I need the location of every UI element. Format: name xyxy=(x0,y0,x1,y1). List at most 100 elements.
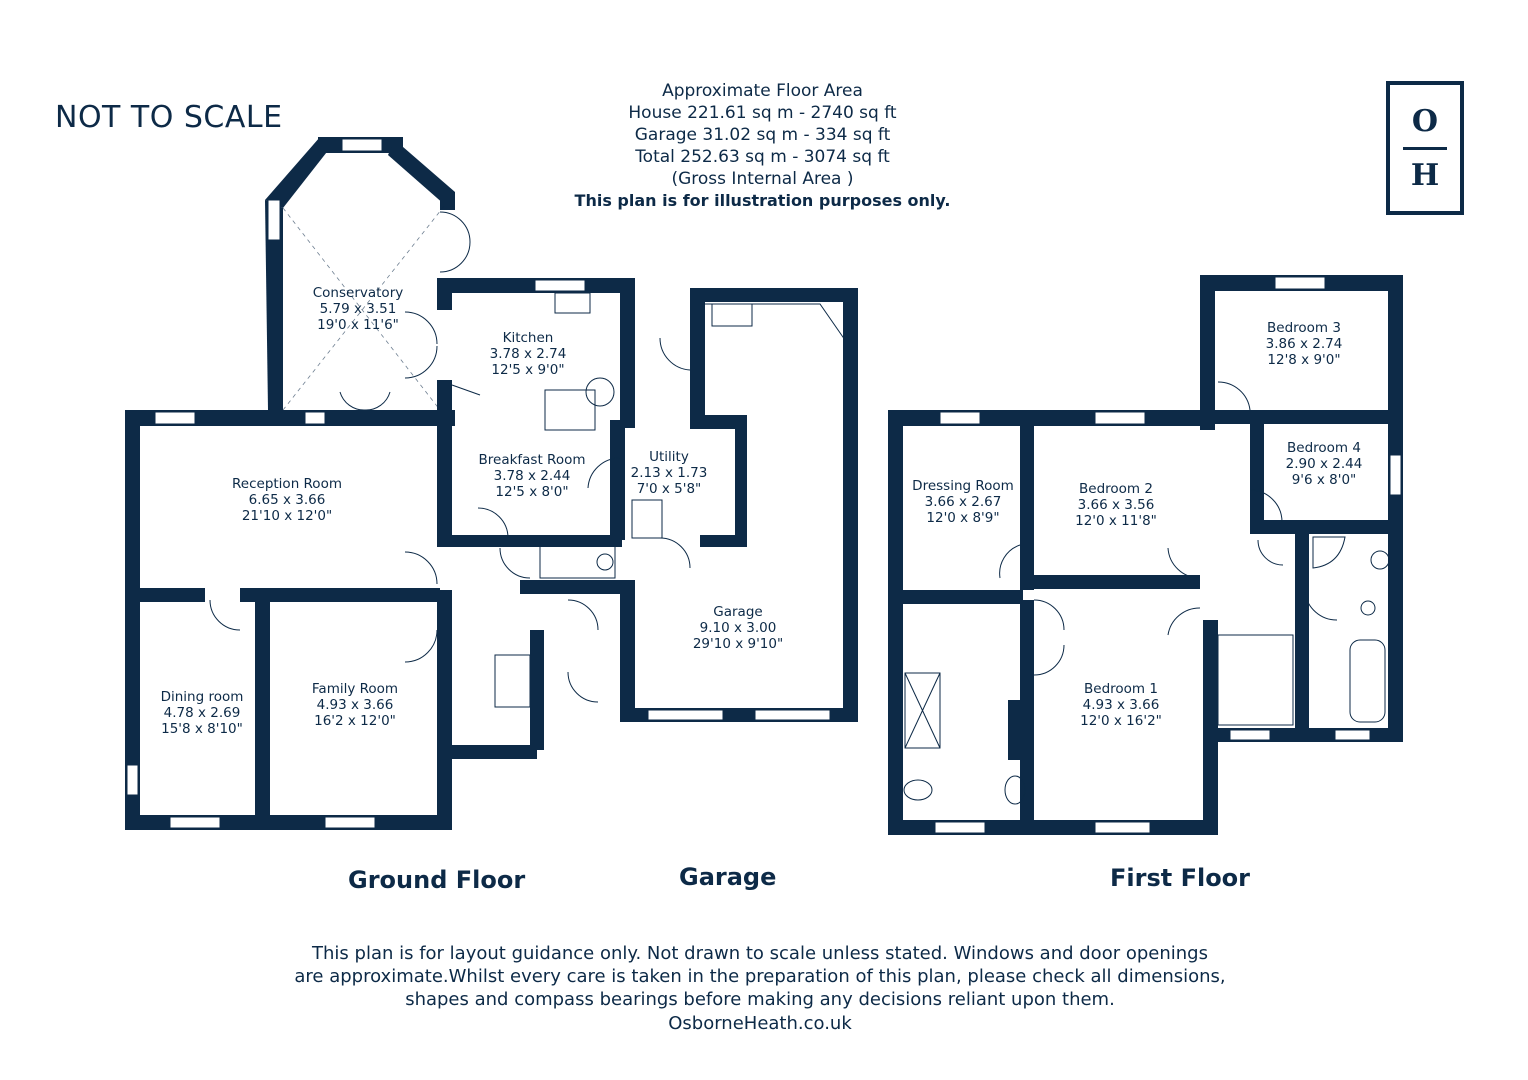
landing-wall xyxy=(1200,405,1215,430)
room-imperial: 15'8 x 8'10" xyxy=(161,721,243,737)
disclaimer-line: are approximate.Whilst every care is tak… xyxy=(294,966,1226,987)
bath xyxy=(1349,639,1386,723)
room-name: Reception Room xyxy=(232,476,342,492)
first-floor-walls xyxy=(888,275,1403,835)
bedroom3-wall xyxy=(1213,410,1388,424)
dressing-wall xyxy=(1020,410,1034,590)
door-swings xyxy=(209,211,1338,703)
bedroom2-wall xyxy=(1020,575,1200,589)
kitchen-window xyxy=(534,279,586,292)
area-note: This plan is for illustration purposes o… xyxy=(574,191,951,210)
first-floor-wall xyxy=(888,410,903,835)
utility-wall xyxy=(610,420,625,540)
dressing-window xyxy=(939,411,981,425)
room-metric: 9.10 x 3.00 xyxy=(699,620,777,636)
room-name: Bedroom 2 xyxy=(1079,481,1153,497)
brand-logo: O H xyxy=(1386,81,1464,215)
disclaimer-line: This plan is for layout guidance only. N… xyxy=(312,943,1208,964)
conservatory-window xyxy=(341,138,383,152)
bedroom4-window xyxy=(1389,454,1402,496)
room-name: Bedroom 1 xyxy=(1084,681,1158,697)
first-floor-wall xyxy=(1388,275,1403,740)
first-floor-label: First Floor xyxy=(1110,864,1251,892)
area-house: House 221.61 sq m - 2740 sq ft xyxy=(628,103,897,123)
shower xyxy=(904,672,941,749)
room-imperial: 29'10 x 9'10" xyxy=(692,636,784,652)
room-kitchen: Kitchen 3.78 x 2.74 12'5 x 9'0" xyxy=(490,330,567,378)
room-metric: 2.13 x 1.73 xyxy=(630,465,708,481)
bedroom1-wall xyxy=(1020,600,1034,835)
bathroom-wall xyxy=(1250,520,1390,534)
utility-wall xyxy=(735,415,747,545)
room-garage: Garage 9.10 x 3.00 29'10 x 9'10" xyxy=(693,604,783,652)
hall-wall xyxy=(620,580,635,720)
utility-wall xyxy=(700,535,747,547)
logo-letter-bottom: H xyxy=(1410,157,1440,193)
room-metric: 3.66 x 3.56 xyxy=(1077,497,1155,513)
room-bedroom2: Bedroom 2 3.66 x 3.56 12'0 x 11'8" xyxy=(1075,481,1157,529)
utility-wall xyxy=(690,338,705,418)
landing-window xyxy=(1229,729,1271,741)
garage-door-left xyxy=(647,709,724,721)
room-dining: Dining room 4.78 x 2.69 15'8 x 8'10" xyxy=(161,689,244,737)
first-floor-wall xyxy=(1203,620,1218,835)
room-metric: 4.78 x 2.69 xyxy=(163,705,241,721)
room-metric: 3.78 x 2.44 xyxy=(493,468,571,484)
first-floor-wall xyxy=(888,410,1213,426)
ground-floor-walls xyxy=(125,137,635,830)
family-window xyxy=(324,816,376,829)
conservatory-wall xyxy=(388,140,455,205)
room-name: Dining room xyxy=(160,689,244,705)
conservatory-wall xyxy=(440,192,455,210)
garage-walls xyxy=(620,288,858,722)
room-dressing: Dressing Room 3.66 x 2.67 12'0 x 8'9" xyxy=(912,478,1014,526)
garage-floor-label: Garage xyxy=(679,863,777,891)
logo-letter-top: O xyxy=(1411,103,1439,139)
bedroom1-window xyxy=(1094,821,1151,834)
room-name: Bedroom 4 xyxy=(1287,440,1361,456)
floor-area-summary: Approximate Floor Area House 221.61 sq m… xyxy=(520,80,1005,212)
garage-door-right xyxy=(754,709,831,721)
room-imperial: 12'0 x 11'8" xyxy=(1075,513,1157,529)
disclaimer: This plan is for layout guidance only. N… xyxy=(240,942,1280,1011)
bedroom2-window xyxy=(1094,411,1146,425)
room-imperial: 9'6 x 8'0" xyxy=(1291,472,1357,488)
room-name: Utility xyxy=(649,449,689,465)
family-wall xyxy=(255,588,270,830)
room-name: Conservatory xyxy=(312,285,404,301)
disclaimer-line: shapes and compass bearings before makin… xyxy=(405,989,1115,1010)
room-imperial: 12'8 x 9'0" xyxy=(1267,352,1341,368)
room-conservatory: Conservatory 5.79 x 3.51 19'0 x 11'6" xyxy=(313,285,404,333)
room-metric: 3.78 x 2.74 xyxy=(489,346,567,362)
room-metric: 4.93 x 3.66 xyxy=(1082,697,1160,713)
room-bedroom1: Bedroom 1 4.93 x 3.66 12'0 x 16'2" xyxy=(1080,681,1162,729)
reception-wall xyxy=(125,410,455,426)
room-bedroom4: Bedroom 4 2.90 x 2.44 9'6 x 8'0" xyxy=(1286,440,1363,488)
room-imperial: 12'0 x 16'2" xyxy=(1080,713,1162,729)
ensuite-wall xyxy=(1008,700,1022,760)
area-heading: Approximate Floor Area xyxy=(662,81,863,101)
hall-wall xyxy=(530,630,544,750)
dressing-wall xyxy=(888,590,1023,604)
website-link[interactable]: OsborneHeath.co.uk xyxy=(668,1013,852,1034)
room-imperial: 21'10 x 12'0" xyxy=(241,508,333,524)
dining-wall xyxy=(240,588,440,602)
room-family: Family Room 4.93 x 3.66 16'2 x 12'0" xyxy=(312,681,398,729)
room-metric: 3.66 x 2.67 xyxy=(924,494,1002,510)
room-name: Bedroom 3 xyxy=(1267,320,1341,336)
room-imperial: 7'0 x 5'8" xyxy=(636,481,702,497)
room-imperial: 12'5 x 8'0" xyxy=(495,484,569,500)
dining-wall xyxy=(125,588,205,602)
first-floor-stairs xyxy=(1217,634,1294,726)
hall-wall xyxy=(437,745,537,759)
bedroom4-wall xyxy=(1250,410,1264,525)
garage-wall xyxy=(690,288,705,338)
room-reception: Reception Room 6.65 x 3.66 21'10 x 12'0" xyxy=(232,476,342,524)
ensuite-window xyxy=(934,821,986,834)
reception-window xyxy=(154,411,196,425)
room-imperial: 16'2 x 12'0" xyxy=(314,713,396,729)
area-total: Total 252.63 sq m - 3074 sq ft xyxy=(635,147,890,167)
family-wall xyxy=(437,590,452,830)
logo-divider xyxy=(1403,146,1447,150)
